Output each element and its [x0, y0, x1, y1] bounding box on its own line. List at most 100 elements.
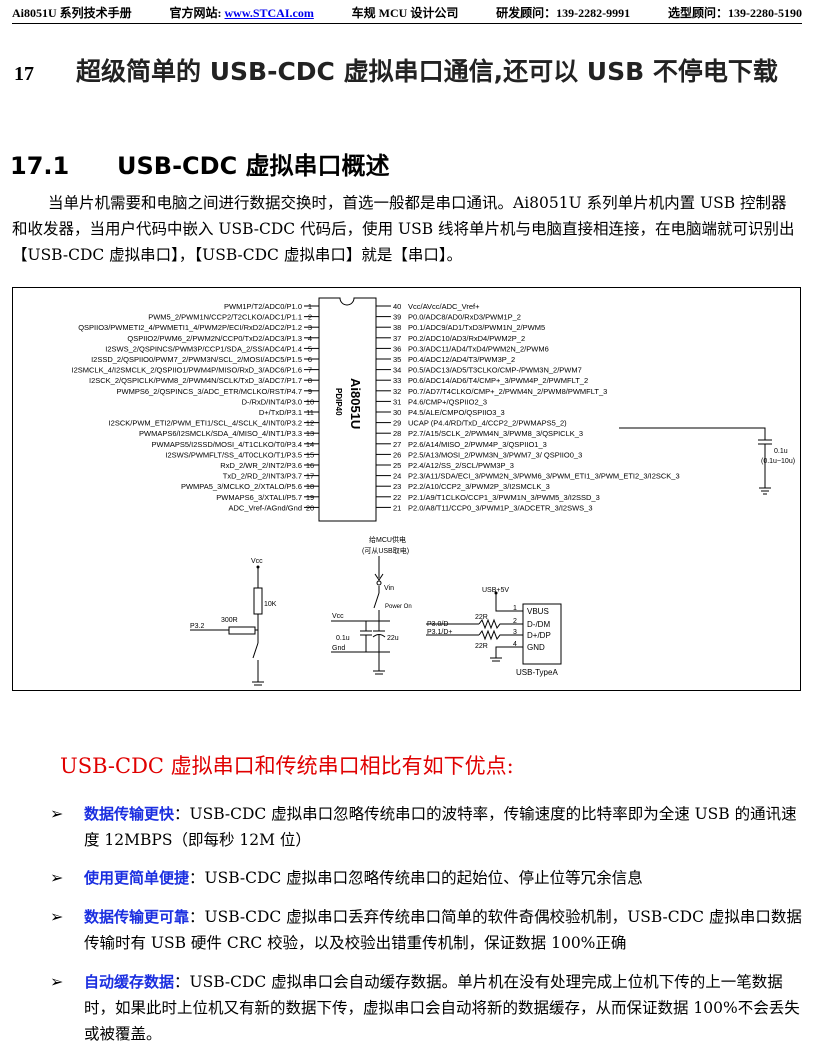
pin-number: 10: [306, 397, 314, 406]
pin-label: P0.7/AD7/T4CLKO/CMP+_2/PWM4N_2/PWM8/PWMF…: [408, 387, 607, 396]
pin-number: 6: [308, 355, 312, 364]
usb-pin-label: D+/DP: [527, 631, 551, 640]
advantage-item: ➢ 使用更简单便捷：USB-CDC 虚拟串口忽略传统串口的起始位、停止位等冗余信…: [50, 865, 802, 891]
section-heading: 17.1 USB-CDC 虚拟串口概述: [10, 146, 390, 181]
r22r-top-label: 22R: [475, 614, 488, 621]
pin-label: P2.6/A14/MISO_2/PWM4P_3/QSPIIO1_3: [408, 440, 547, 449]
pin-number: 12: [306, 419, 314, 428]
pin-label: PWMPA5_3/MCLKO_2/XTALO/P5.6: [181, 482, 302, 491]
pin-number: 3: [308, 323, 312, 332]
vcc-label-1: Vcc: [251, 558, 263, 565]
pin-number: 22: [393, 493, 401, 502]
chip-name: Ai8051U: [348, 378, 363, 429]
pin-label: P2.7/A15/SCLK_2/PWM4N_3/PWM8_3/QSPICLK_3: [408, 429, 583, 438]
rd-consultant: 研发顾问：139-2282-9991: [496, 6, 631, 20]
pin-number: 5: [308, 344, 312, 353]
pin-number: 31: [393, 397, 401, 406]
pin-number: 37: [393, 334, 401, 343]
website-link[interactable]: www.STCAI.com: [224, 6, 314, 20]
pin-label: P0.0/ADC8/AD0/RxD3/PWM1P_2: [408, 313, 521, 322]
pin-number: 8: [308, 376, 312, 385]
mcu-power-note: (可从USB取电): [362, 546, 409, 555]
pin-label: QSPIIO3/PWMETI2_4/PWMETI1_4/PWM2P/ECI/Rx…: [78, 323, 302, 332]
pin-number: 26: [393, 450, 401, 459]
pin-label: P2.1/A9/T1CLKO/CCP1_3/PWM1N_3/PWM5_3/I2S…: [408, 493, 600, 502]
usb-pin-number: 2: [513, 618, 517, 625]
pin-number: 38: [393, 323, 401, 332]
bullet-arrow-icon: ➢: [50, 972, 64, 991]
pin-label: D-/RxD/INT4/P3.0: [242, 397, 302, 406]
intro-paragraph: 当单片机需要和电脑之间进行数据交换时，首选一般都是串口通讯。Ai8051U 系列…: [12, 194, 795, 264]
section-number: 17.1: [10, 152, 70, 180]
pin-number: 32: [393, 387, 401, 396]
header-divider: [12, 23, 802, 24]
pin-label: I2SWS/PWMFLT/SS_4/T0CLKO/T1/P3.5: [165, 450, 302, 459]
pin-number: 2: [308, 313, 312, 322]
usb-pin-number: 1: [513, 605, 517, 612]
page-header: Ai8051U 系列技术手册 官方网站: www.STCAI.com 车规 MC…: [12, 4, 802, 22]
cap-22u-label: 22u: [387, 635, 399, 642]
bullet-arrow-icon: ➢: [50, 868, 64, 887]
advantage-text: ：USB-CDC 虚拟串口忽略传统串口的波特率，传输速度的比特率即为全速 USB…: [84, 805, 797, 849]
pin-number: 34: [393, 366, 401, 375]
pin-number: 9: [308, 387, 312, 396]
usb-pin-number: 3: [513, 629, 517, 636]
bullet-arrow-icon: ➢: [50, 907, 64, 926]
r300r-label: 300R: [221, 617, 238, 624]
pin-number: 33: [393, 376, 401, 385]
pin-label: P4.6/CMP+/QSPIIO2_3: [408, 397, 487, 406]
r22r-bottom-label: 22R: [475, 643, 488, 650]
pin-label: QSPIIO2/PWM6_2/PWM2N/CCP0/TxD2/ADC3/P1.3: [127, 334, 302, 343]
pin-label: P0.6/ADC14/AD6/T4/CMP+_3/PWM4P_2/PWMFLT_…: [408, 376, 588, 385]
usb-circuit: [426, 594, 562, 665]
chip-package: PDIP40: [334, 388, 343, 416]
vcc-label-2: Vcc: [332, 613, 344, 620]
pin-number: 29: [393, 419, 401, 428]
ucap-capacitor: [619, 427, 772, 495]
pin-label: ADC_Vref-/AGnd/Gnd: [228, 503, 302, 512]
pin-label: P0.3/ADC11/AD4/TxD4/PWM2N_2/PWM6: [408, 344, 549, 353]
pin-number: 39: [393, 313, 401, 322]
cap-01u-label: 0.1u: [336, 635, 350, 642]
advantage-text: ：USB-CDC 虚拟串口丢弃传统串口简单的软件奇偶校验机制，USB-CDC 虚…: [84, 908, 802, 952]
advantage-keyword: 数据传输更可靠: [84, 908, 190, 926]
pin-label: P0.5/ADC13/AD5/T3CLKO/CMP-/PWM3N_2/PWM7: [408, 366, 582, 375]
selection-consultant: 选型顾问：139-2280-5190: [668, 6, 802, 20]
pin-label: I2SCK_2/QSPICLK/PWM8_2/PWM4N/SCLK/TxD_3/…: [89, 376, 302, 385]
advantage-keyword: 使用更简单便捷: [84, 869, 190, 887]
pin-number: 16: [306, 461, 314, 470]
pin-label: Vcc/AVcc/ADC_Vref+: [408, 302, 480, 311]
usb-pin-label: GND: [527, 643, 545, 652]
pin-label: PWM5_2/PWM1N/CCP2/T2CLKO/ADC1/P1.1: [148, 313, 302, 322]
p32-key-circuit: [190, 567, 264, 686]
chip-body: [318, 297, 377, 522]
website: 官方网站: www.STCAI.com: [169, 6, 314, 20]
advantage-item: ➢ 自动缓存数据：USB-CDC 虚拟串口会自动缓存数据。单片机在没有处理完成上…: [50, 969, 802, 1047]
pin-number: 7: [308, 366, 312, 375]
usb-pin-number: 4: [513, 641, 517, 648]
gnd-label: Gnd: [332, 645, 345, 652]
section-title: USB-CDC 虚拟串口概述: [117, 152, 390, 180]
pin-label: PWM1P/T2/ADC0/P1.0: [224, 302, 302, 311]
pin-number: 40: [393, 302, 401, 311]
pin-label: PWMPS6_2/QSPINCS_3/ADC_ETR/MCLKO/RST/P4.…: [117, 387, 302, 396]
pin-label: P0.2/ADC10/AD3/RxD4/PWM2P_2: [408, 334, 525, 343]
pin-label: P2.3/A11/SDA/ECI_3/PWM2N_3/PWM6_3/PWM_ET…: [408, 472, 680, 481]
pin-number: 11: [306, 408, 314, 417]
pin-label: I2SSD_2/QSPIIO0/PWM7_2/PWM3N/SCL_2/MOSI/…: [91, 355, 302, 364]
pin-label: I2SCK/PWM_ETI2/PWM_ETI1/SCL_4/SCLK_4/INT…: [109, 419, 302, 428]
p31-label: P3.1/D+: [427, 629, 453, 636]
advantage-text: ：USB-CDC 虚拟串口忽略传统串口的起始位、停止位等冗余信息: [189, 869, 643, 887]
usb-connector-label: USB-TypeA: [516, 668, 558, 677]
advantage-item: ➢ 数据传输更快：USB-CDC 虚拟串口忽略传统串口的波特率，传输速度的比特率…: [50, 801, 802, 853]
pin-number: 35: [393, 355, 401, 364]
advantage-keyword: 数据传输更快: [84, 805, 175, 823]
chapter-number: 17: [14, 63, 34, 85]
pin-number: 20: [306, 503, 314, 512]
pin-number: 17: [306, 472, 314, 481]
pin-label: RxD_2/WR_2/INT2/P3.6: [220, 461, 302, 470]
pin-label: PWMAPS6_3/XTALI/P5.7: [216, 493, 302, 502]
chapter-title: 超级简单的 USB-CDC 虚拟串口通信,还可以 USB 不停电下载: [76, 57, 778, 86]
pin-number: 25: [393, 461, 401, 470]
ucap-value: 0.1u: [774, 448, 788, 455]
